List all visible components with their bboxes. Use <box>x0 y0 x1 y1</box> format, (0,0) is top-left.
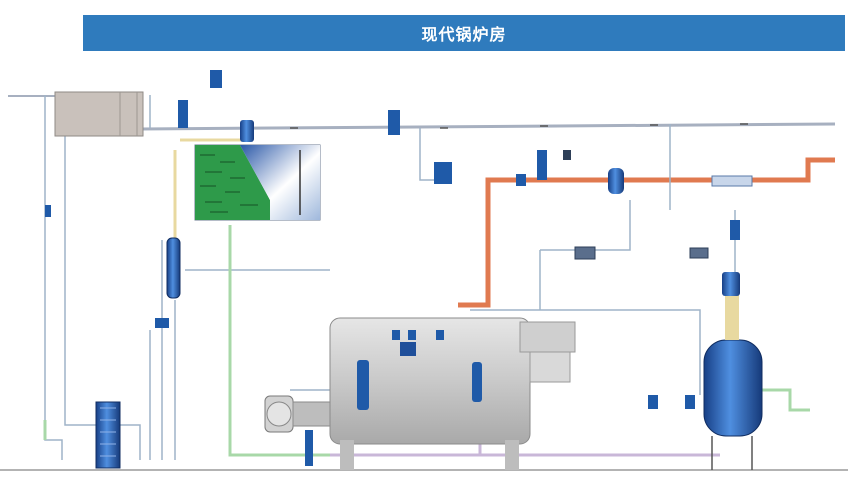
deaerator <box>194 120 321 221</box>
return-header <box>8 95 836 131</box>
heat-exchanger <box>95 401 121 469</box>
separator-vessel <box>166 237 181 299</box>
title-banner: 现代锅炉房 <box>83 15 845 51</box>
condensate-tank <box>54 91 144 137</box>
flow-arrows <box>290 123 748 129</box>
thin-pipes <box>44 95 736 460</box>
feedwater-pipes <box>43 225 810 457</box>
burner-fan <box>264 395 331 433</box>
fuel-pipes <box>173 138 245 240</box>
steam-boiler <box>329 317 576 470</box>
page-title: 现代锅炉房 <box>421 25 507 44</box>
steam-pipe <box>458 157 835 308</box>
control-panels <box>563 150 709 260</box>
valves <box>45 70 740 466</box>
blowdown-vessel <box>703 272 763 470</box>
steam-separator <box>608 168 753 194</box>
